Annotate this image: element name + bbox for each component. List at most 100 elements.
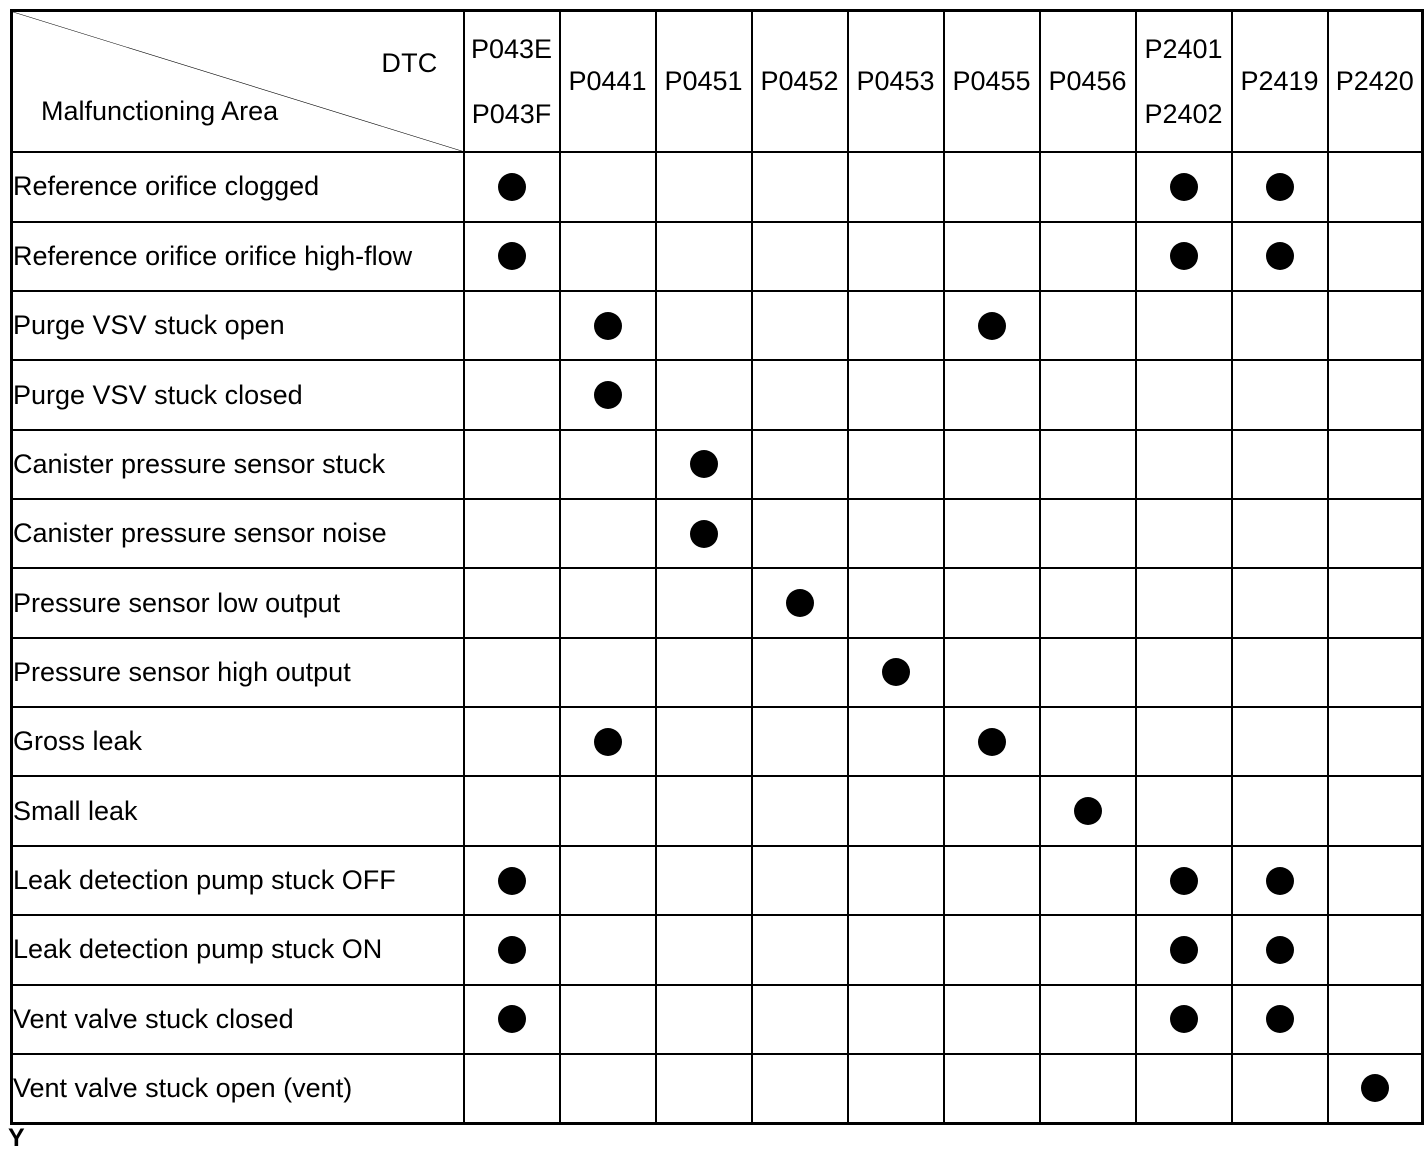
- matrix-cell-P2419: [1230, 359, 1329, 431]
- filled-circle-icon: [1169, 1005, 1198, 1034]
- matrix-cell-P2419: [1230, 498, 1329, 570]
- dtc-column-header-P0451: P0451: [654, 9, 753, 154]
- matrix-cell-P2419: [1230, 914, 1329, 986]
- matrix-cell-P0451: [654, 1052, 753, 1125]
- matrix-cell-P0455: [942, 775, 1041, 847]
- matrix-cell-P0451: [654, 914, 753, 986]
- matrix-cell-P2420: [1326, 983, 1424, 1055]
- matrix-cell-P0453: [846, 428, 945, 501]
- malfunctioning-area-label: Canister pressure sensor stuck: [10, 428, 465, 501]
- matrix-cell-P2420: [1326, 498, 1424, 570]
- matrix-cell-P043E_P043F: [462, 151, 561, 223]
- matrix-cell-P0456: [1038, 914, 1137, 986]
- matrix-cell-P0452: [750, 428, 849, 501]
- table-row: Purge VSV stuck open: [10, 289, 1424, 362]
- matrix-cell-P043E_P043F: [462, 359, 561, 431]
- filled-circle-icon: [1073, 797, 1102, 826]
- dtc-code: P0451: [664, 66, 743, 97]
- matrix-cell-P0456: [1038, 220, 1137, 292]
- malfunctioning-area-label: Canister pressure sensor noise: [10, 498, 465, 570]
- table-row: Vent valve stuck open (vent): [10, 1052, 1424, 1125]
- matrix-cell-P043E_P043F: [462, 498, 561, 570]
- filled-circle-icon: [497, 1005, 526, 1034]
- matrix-cell-P2419: [1230, 983, 1329, 1055]
- table-row: Leak detection pump stuck ON: [10, 914, 1424, 986]
- filled-circle-icon: [1169, 935, 1198, 964]
- matrix-cell-P2420: [1326, 844, 1424, 917]
- matrix-cell-P0451: [654, 636, 753, 709]
- filled-circle-icon: [977, 727, 1006, 756]
- dtc-code: P2402: [1144, 98, 1223, 129]
- dtc-column-header-P0455: P0455: [942, 9, 1041, 154]
- matrix-cell-P0452: [750, 1052, 849, 1125]
- matrix-cell-P0455: [942, 914, 1041, 986]
- filled-circle-icon: [497, 242, 526, 271]
- matrix-cell-P0441: [558, 706, 657, 778]
- matrix-cell-P0453: [846, 498, 945, 570]
- corner-diagonal-divider: [13, 12, 463, 151]
- matrix-cell-P043E_P043F: [462, 636, 561, 709]
- table-row: Pressure sensor low output: [10, 567, 1424, 639]
- filled-circle-icon: [689, 519, 718, 548]
- matrix-cell-P0451: [654, 706, 753, 778]
- matrix-cell-P2420: [1326, 706, 1424, 778]
- filled-circle-icon: [689, 450, 718, 479]
- matrix-cell-P043E_P043F: [462, 220, 561, 292]
- matrix-cell-P2401_P2402: [1134, 428, 1233, 501]
- matrix-cell-P0453: [846, 914, 945, 986]
- matrix-cell-P0451: [654, 359, 753, 431]
- matrix-cell-P0455: [942, 428, 1041, 501]
- matrix-cell-P0456: [1038, 636, 1137, 709]
- dtc-column-header-P2419: P2419: [1230, 9, 1329, 154]
- malfunctioning-area-label: Reference orifice orifice high-flow: [10, 220, 465, 292]
- matrix-cell-P0441: [558, 289, 657, 362]
- matrix-cell-P0455: [942, 289, 1041, 362]
- matrix-cell-P0453: [846, 1052, 945, 1125]
- dtc-column-header-P2420: P2420: [1326, 9, 1424, 154]
- matrix-cell-P0441: [558, 498, 657, 570]
- malfunctioning-area-label: Leak detection pump stuck OFF: [10, 844, 465, 917]
- malfunctioning-area-label: Reference orifice clogged: [10, 151, 465, 223]
- malfunctioning-area-label: Pressure sensor high output: [10, 636, 465, 709]
- matrix-cell-P0453: [846, 220, 945, 292]
- filled-circle-icon: [785, 589, 814, 618]
- matrix-cell-P0453: [846, 151, 945, 223]
- matrix-cell-P2419: [1230, 289, 1329, 362]
- filled-circle-icon: [593, 727, 622, 756]
- matrix-cell-P0455: [942, 1052, 1041, 1125]
- malfunctioning-area-label: Vent valve stuck open (vent): [10, 1052, 465, 1125]
- matrix-cell-P0455: [942, 706, 1041, 778]
- matrix-cell-P0455: [942, 844, 1041, 917]
- matrix-cell-P2420: [1326, 289, 1424, 362]
- matrix-cell-P2419: [1230, 428, 1329, 501]
- filled-circle-icon: [1265, 242, 1294, 271]
- matrix-cell-P0441: [558, 775, 657, 847]
- dtc-code: P0441: [568, 66, 647, 97]
- matrix-cell-P0441: [558, 914, 657, 986]
- matrix-cell-P2401_P2402: [1134, 706, 1233, 778]
- matrix-cell-P0451: [654, 428, 753, 501]
- matrix-cell-P043E_P043F: [462, 289, 561, 362]
- matrix-cell-P2401_P2402: [1134, 983, 1233, 1055]
- row-axis-label: Malfunctioning Area: [41, 96, 279, 127]
- dtc-code: P2420: [1335, 66, 1414, 97]
- matrix-cell-P0452: [750, 289, 849, 362]
- matrix-cell-P043E_P043F: [462, 1052, 561, 1125]
- matrix-cell-P2419: [1230, 775, 1329, 847]
- dtc-column-header-P0453: P0453: [846, 9, 945, 154]
- matrix-cell-P2401_P2402: [1134, 220, 1233, 292]
- matrix-cell-P0456: [1038, 983, 1137, 1055]
- filled-circle-icon: [497, 866, 526, 895]
- matrix-cell-P0452: [750, 151, 849, 223]
- matrix-cell-P0441: [558, 636, 657, 709]
- matrix-cell-P0456: [1038, 498, 1137, 570]
- matrix-cell-P0451: [654, 151, 753, 223]
- matrix-cell-P043E_P043F: [462, 706, 561, 778]
- matrix-cell-P0452: [750, 914, 849, 986]
- malfunctioning-area-label: Gross leak: [10, 706, 465, 778]
